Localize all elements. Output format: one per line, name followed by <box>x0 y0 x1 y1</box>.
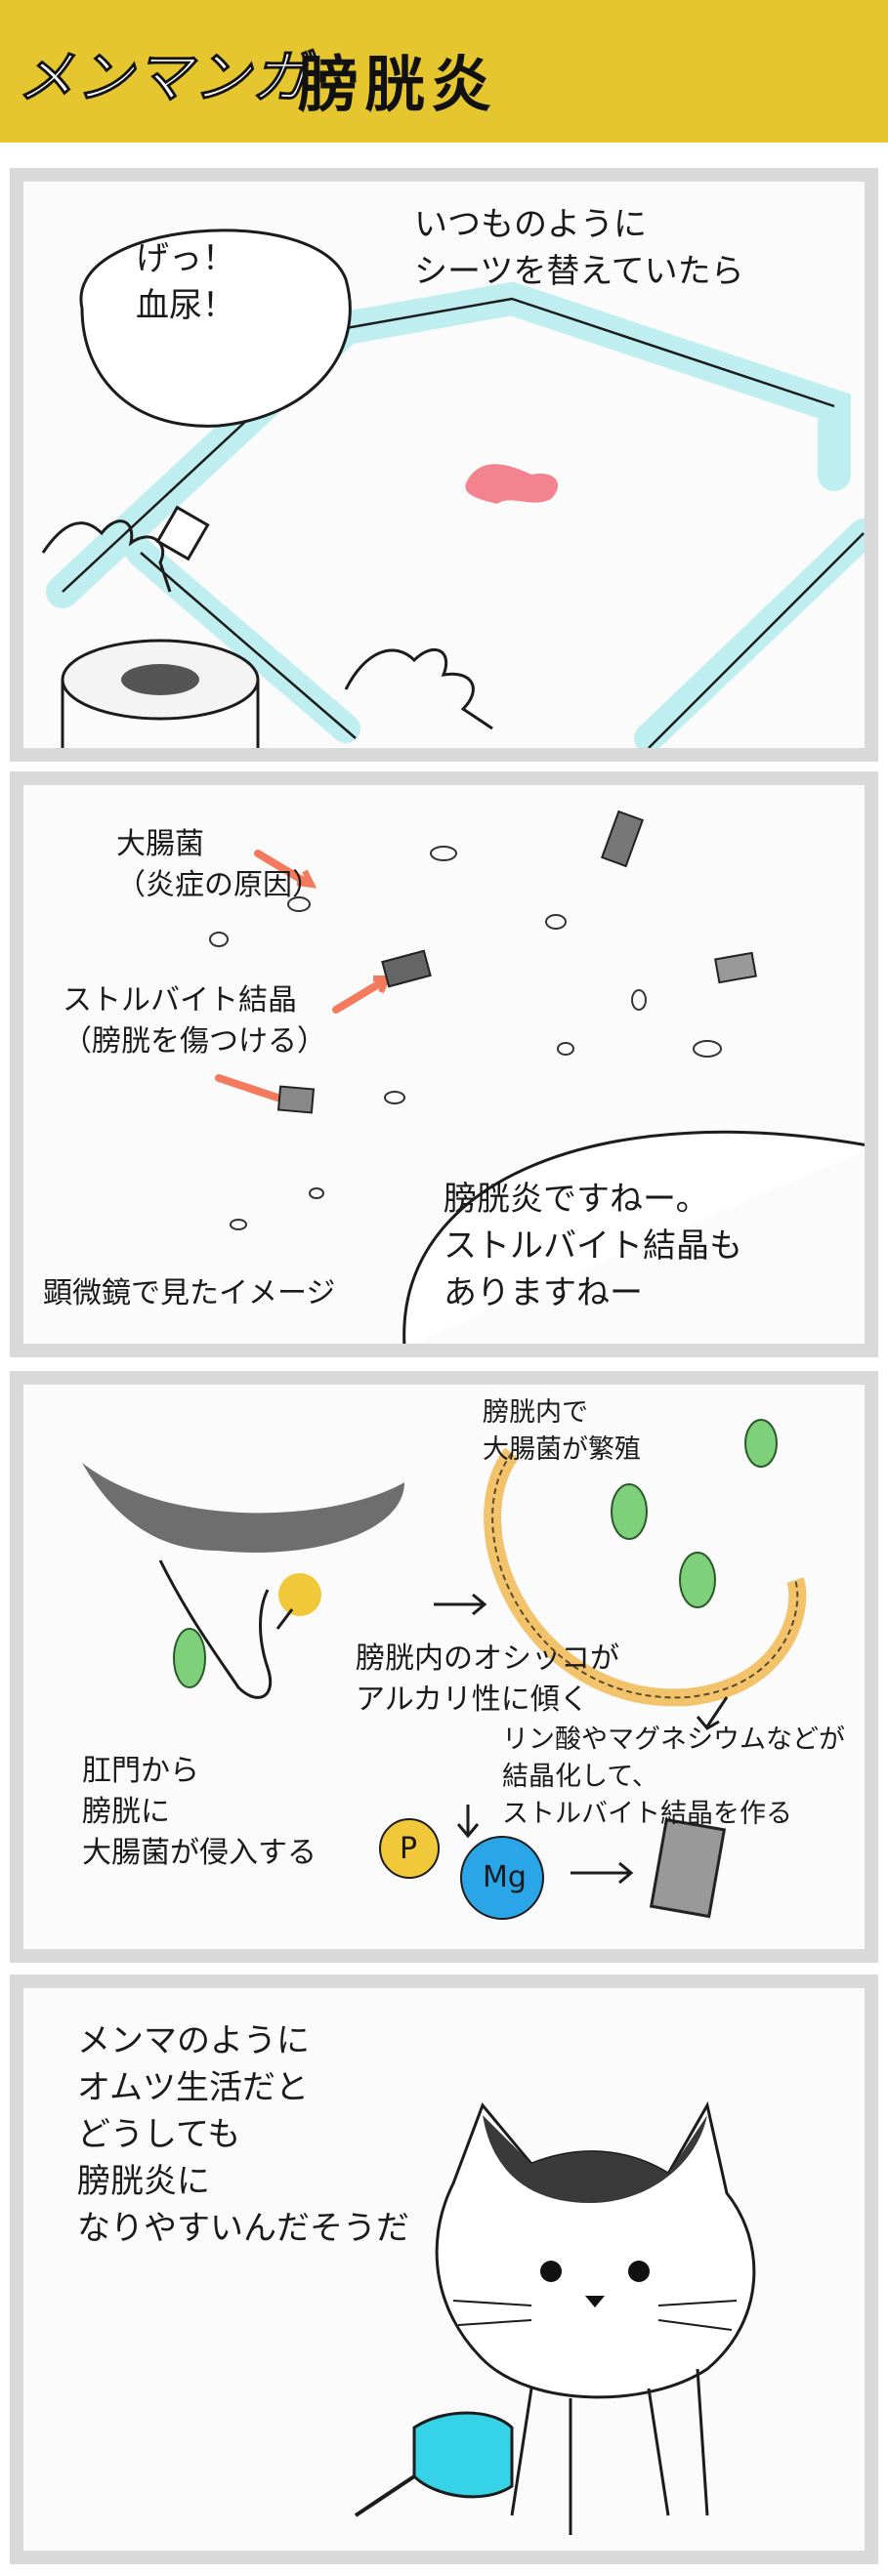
mineral-mg-label: Mg <box>483 1860 527 1894</box>
tape-roll-hole <box>121 664 199 695</box>
arrow-to-crystal-2 <box>215 1074 281 1101</box>
crystal <box>714 951 757 984</box>
urine-stem <box>275 1608 294 1630</box>
vet-speech-text: 膀胱炎ですねー。 ストルバイト結晶も ありますねー <box>444 1180 742 1312</box>
header-bar: メンマンガ 膀胱炎 <box>0 0 888 143</box>
bacteria-green <box>173 1628 206 1688</box>
bacteria-green <box>744 1419 778 1468</box>
arrow-head-1 <box>296 869 317 889</box>
cat-tail <box>354 2474 416 2517</box>
speech-text: げっ！ 血尿！ <box>136 239 235 325</box>
tape-roll-sides <box>61 680 260 748</box>
comic-panel-4: メンマのように オムツ生活だと どうしても 膀胱炎に なりやすいんだそうだ <box>10 1974 878 2564</box>
bacteria <box>557 1042 574 1056</box>
crystal <box>276 1085 316 1114</box>
crystal <box>381 949 432 988</box>
label-crystal: ストルバイト結晶 （膀胱を傷つける） <box>63 983 326 1059</box>
label-alkaline: 膀胱内のオシッコが アルカリ性に傾く <box>356 1641 619 1717</box>
label-minerals: リン酸やマグネシウムなどが 結晶化して、 ストルバイト結晶を作る <box>502 1724 845 1829</box>
cat-back <box>82 1463 404 1553</box>
bacteria-green <box>679 1552 716 1608</box>
arrow-down-2 <box>456 1805 480 1839</box>
bacteria <box>631 989 647 1011</box>
label-bladder: 膀胱内で 大腸菌が繁殖 <box>483 1397 641 1465</box>
cat-eye-right <box>628 2261 650 2282</box>
comic-panel-3: 膀胱内で 大腸菌が繁殖 膀胱内のオシッコが アルカリ性に傾く リン酸やマグネシウ… <box>10 1371 878 1963</box>
sheet-line-right <box>648 532 865 748</box>
crystal-large <box>649 1817 727 1919</box>
panel-3-drawing <box>82 1419 807 1920</box>
crystal <box>600 810 645 868</box>
phosphorus-circle <box>379 1818 440 1879</box>
panel-2-drawing <box>209 810 865 1344</box>
vet-speech-bubble <box>402 1130 865 1344</box>
urine-drop <box>278 1573 321 1616</box>
blood-stain <box>465 464 559 504</box>
narration-text: メンマのように オムツ生活だと どうしても 膀胱炎に なりやすいんだそうだ <box>77 2021 409 2248</box>
sheet-line <box>62 297 835 593</box>
cat-legs <box>510 2368 709 2535</box>
bacteria <box>209 932 229 947</box>
arrow-down <box>696 1696 729 1730</box>
mineral-p-label: P <box>400 1832 418 1866</box>
diaper <box>412 2411 514 2499</box>
label-anus: 肛門から 膀胱に 大腸菌が侵入する <box>82 1754 317 1870</box>
sheet-corner <box>155 505 210 561</box>
bacteria <box>693 1040 722 1058</box>
cat-head <box>435 2100 756 2399</box>
cat-head-marking <box>483 2115 707 2203</box>
microscope-caption: 顕微鏡で見たイメージ <box>43 1276 336 1310</box>
magnesium-circle <box>460 1836 544 1920</box>
arrow-right <box>434 1593 487 1616</box>
bacteria <box>230 1219 247 1230</box>
cat-whiskers <box>452 2300 738 2331</box>
right-hand <box>344 647 493 730</box>
speech-bubble-outline <box>79 229 352 428</box>
bacteria <box>545 914 567 930</box>
page-title: 膀胱炎 <box>298 49 498 120</box>
arrow-right-2 <box>571 1861 634 1885</box>
bacteria-green <box>611 1483 648 1540</box>
label-bacteria: 大腸菌 （炎症の原因） <box>116 827 321 902</box>
bacteria <box>384 1091 405 1104</box>
cat-leg <box>158 1559 273 1699</box>
arrow-to-crystal <box>332 976 389 1014</box>
comic-panel-1: げっ！ 血尿！ いつものように シーツを替えていたら <box>10 168 878 762</box>
panel-4-drawing <box>354 2100 756 2535</box>
cat-eye-left <box>540 2261 562 2282</box>
series-logo: メンマンガ <box>17 44 312 111</box>
bladder-texture <box>491 1452 799 1699</box>
bacteria <box>309 1187 324 1199</box>
panel-1-drawing <box>41 229 865 748</box>
bacteria <box>287 896 311 912</box>
cat-nose <box>585 2296 605 2307</box>
bacteria <box>430 846 457 861</box>
arrow-to-bacteria <box>254 850 311 887</box>
narration-text: いつものように シーツを替えていたら <box>414 205 744 291</box>
sheet-line-left <box>140 552 357 739</box>
comic-panel-2: 大腸菌 （炎症の原因） ストルバイト結晶 （膀胱を傷つける） 顕微鏡で見たイメー… <box>10 771 878 1357</box>
